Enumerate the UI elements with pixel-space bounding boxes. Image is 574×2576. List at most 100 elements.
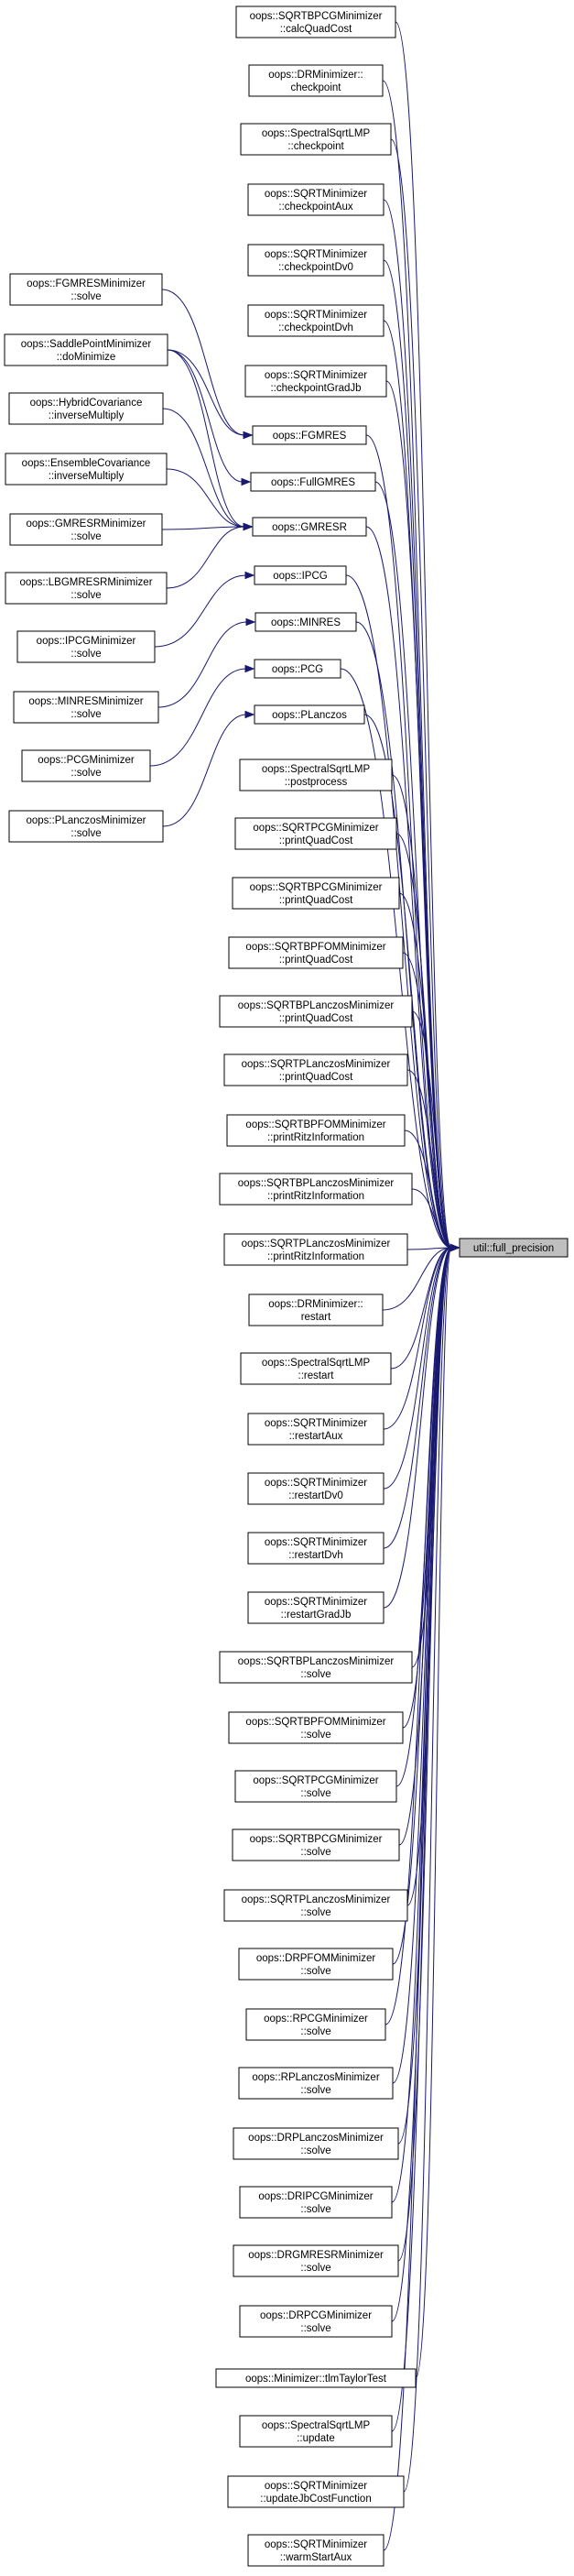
caller-node[interactable]: oops::SQRTBPFOMMinimizer::printQuadCost <box>228 936 404 969</box>
edge-line <box>365 434 452 1249</box>
node-box <box>232 877 400 910</box>
caller-node[interactable]: oops::PLanczosMinimizer::solve <box>8 810 164 843</box>
caller-node[interactable]: oops::SQRTMinimizer::restartGradJb <box>247 1591 384 1624</box>
node-label-line: oops::SQRTBPCGMinimizer <box>250 882 383 893</box>
caller-node[interactable]: oops::FGMRES <box>252 425 367 445</box>
node-box <box>239 2305 393 2338</box>
focus-node[interactable]: util::full_precision <box>459 1238 569 1258</box>
caller-node[interactable]: oops::HybridCovariance::inverseMultiply <box>8 392 164 425</box>
caller-node[interactable]: oops::SQRTMinimizer::restartDvh <box>247 1532 384 1565</box>
node-box <box>459 1238 569 1258</box>
caller-node[interactable]: oops::SQRTPCGMinimizer::solve <box>234 1770 397 1803</box>
node-box <box>247 1532 384 1565</box>
caller-node[interactable]: oops::FGMRESMinimizer::solve <box>9 273 163 306</box>
caller-node[interactable]: oops::DRPLanczosMinimizer::solve <box>233 2127 399 2160</box>
caller-node[interactable]: oops::SQRTPLanczosMinimizer::solve <box>223 1889 408 1922</box>
caller-node[interactable]: oops::RPLanczosMinimizer::solve <box>238 2067 394 2100</box>
edge-restartGradJb-to-full_precision <box>383 1243 460 1609</box>
caller-node[interactable]: oops::DRPFOMMinimizer::solve <box>238 1948 394 1981</box>
node-box <box>228 1711 404 1744</box>
caller-node[interactable]: oops::SQRTMinimizer::checkpointGradJb <box>244 365 387 398</box>
caller-node[interactable]: oops::SQRTPCGMinimizer::printQuadCost <box>234 817 397 850</box>
caller-node[interactable]: oops::LBGMRESRMinimizer::solve <box>5 572 168 605</box>
node-label-line: oops::PCGMinimizer <box>38 755 135 766</box>
caller-node[interactable]: oops::SQRTMinimizer::warmStartAux <box>247 2534 384 2567</box>
caller-node[interactable]: oops::DRPCGMinimizer::solve <box>239 2305 393 2338</box>
caller-node[interactable]: oops::MINRES <box>255 612 357 632</box>
edge-line <box>415 1247 452 2379</box>
node-box <box>215 2368 417 2388</box>
edge-line <box>390 138 452 1249</box>
edge-solve_planczos-to-PLanczos <box>162 710 255 827</box>
caller-node[interactable]: oops::SpectralSqrtLMP::restart <box>240 1352 392 1385</box>
node-box <box>5 572 168 605</box>
node-box <box>8 810 164 843</box>
caller-node[interactable]: oops::SQRTMinimizer::checkpointDvh <box>247 304 384 337</box>
caller-node[interactable]: oops::SpectralSqrtLMP::update <box>239 2415 393 2448</box>
node-label-line: oops::DRPLanczosMinimizer <box>248 2133 384 2144</box>
caller-node[interactable]: oops::IPCG <box>254 565 347 585</box>
edge-solve_fgmres-to-FGMRES <box>161 289 254 440</box>
node-label-line: oops::SQRTMinimizer <box>265 249 367 260</box>
node-label-line: ::checkpointAux <box>278 202 352 213</box>
caller-node[interactable]: oops::SQRTMinimizer::updateJbCostFunctio… <box>227 2475 405 2508</box>
node-label-line: oops::SQRTBPLanczosMinimizer <box>238 1656 395 1667</box>
caller-node[interactable]: oops::SQRTMinimizer::checkpointDv0 <box>247 244 384 277</box>
caller-node[interactable]: oops::SQRTBPLanczosMinimizer::printQuadC… <box>219 995 413 1028</box>
caller-node[interactable]: oops::SaddlePointMinimizer::doMinimize <box>4 333 168 366</box>
node-box <box>248 64 384 97</box>
caller-node[interactable]: oops::SQRTBPLanczosMinimizer::solve <box>219 1651 413 1684</box>
caller-node[interactable]: oops::SQRTMinimizer::restartDv0 <box>247 1472 384 1505</box>
node-label-line: ::restartDv0 <box>288 1490 342 1501</box>
node-label-line: oops::SQRTPCGMinimizer <box>253 1775 378 1786</box>
node-box <box>239 2186 393 2219</box>
caller-node[interactable]: oops::SQRTMinimizer::restartAux <box>247 1413 384 1446</box>
caller-node[interactable]: oops::EnsembleCovariance::inverseMultipl… <box>5 453 168 486</box>
node-label-line: oops::SQRTBPFOMMinimizer <box>245 1119 385 1130</box>
node-label-line: oops::MINRESMinimizer <box>28 696 143 707</box>
node-label-line: ::solve <box>300 1847 330 1858</box>
caller-node[interactable]: oops::SQRTPLanczosMinimizer::printQuadCo… <box>223 1053 408 1086</box>
caller-node[interactable]: oops::DRIPCGMinimizer::solve <box>239 2186 393 2219</box>
caller-node[interactable]: oops::GMRESR <box>252 517 367 537</box>
node-box <box>223 1053 408 1086</box>
node-label-line: ::inverseMultiply <box>49 410 125 421</box>
caller-node[interactable]: oops::SQRTPLanczosMinimizer::printRitzIn… <box>223 1233 408 1266</box>
caller-node[interactable]: oops::MINRESMinimizer::solve <box>13 691 159 724</box>
node-label-line: ::solve <box>300 1788 330 1799</box>
caller-node[interactable]: oops::SpectralSqrtLMP::checkpoint <box>240 123 392 156</box>
edge-line <box>345 574 452 1249</box>
caller-node[interactable]: oops::SQRTBPCGMinimizer::calcQuadCost <box>235 5 396 38</box>
caller-node[interactable]: oops::PLanczos <box>254 704 365 725</box>
caller-node[interactable]: oops::PCG <box>254 659 341 679</box>
caller-node[interactable]: oops::FullGMRES <box>250 472 376 492</box>
node-label-line: ::update <box>297 2433 335 2444</box>
node-label-line: oops::SaddlePointMinimizer <box>21 339 152 350</box>
caller-node[interactable]: oops::SQRTBPLanczosMinimizer::printRitzI… <box>219 1173 413 1206</box>
caller-node[interactable]: oops::SQRTBPFOMMinimizer::solve <box>228 1711 404 1744</box>
edge-arrowhead <box>243 431 254 440</box>
caller-node[interactable]: oops::SQRTMinimizer::checkpointAux <box>247 183 384 216</box>
caller-node[interactable]: oops::SpectralSqrtLMP::postprocess <box>239 759 393 791</box>
caller-node[interactable]: oops::Minimizer::tlmTaylorTest <box>215 2368 417 2388</box>
node-label-line: oops::SQRTBPFOMMinimizer <box>245 1717 385 1728</box>
node-box <box>9 513 163 546</box>
node-box <box>235 5 396 38</box>
caller-node[interactable]: oops::DRMinimizer::restart <box>248 1293 384 1326</box>
edge-line <box>397 1247 452 2262</box>
caller-node[interactable]: oops::DRMinimizer::checkpoint <box>248 64 384 97</box>
caller-node[interactable]: oops::SQRTBPCGMinimizer::solve <box>232 1828 400 1861</box>
node-label-line: oops::RPCGMinimizer <box>264 2014 368 2025</box>
edge-ensemble_inv-to-GMRESR <box>166 468 254 531</box>
edge-line <box>383 1247 452 1430</box>
node-box <box>245 2008 386 2041</box>
caller-node[interactable]: oops::SQRTBPFOMMinimizer::printRitzInfor… <box>226 1114 406 1147</box>
caller-node[interactable]: oops::RPCGMinimizer::solve <box>245 2008 386 2041</box>
caller-node[interactable]: oops::DRGMRESRMinimizer::solve <box>233 2244 399 2277</box>
caller-node[interactable]: oops::IPCGMinimizer::solve <box>16 630 156 663</box>
edge-arrowhead <box>245 617 256 627</box>
caller-node[interactable]: oops::PCGMinimizer::solve <box>21 749 151 782</box>
caller-node[interactable]: oops::GMRESRMinimizer::solve <box>9 513 163 546</box>
edge-line <box>382 1247 452 1311</box>
caller-node[interactable]: oops::SQRTBPCGMinimizer::printQuadCost <box>232 877 400 910</box>
